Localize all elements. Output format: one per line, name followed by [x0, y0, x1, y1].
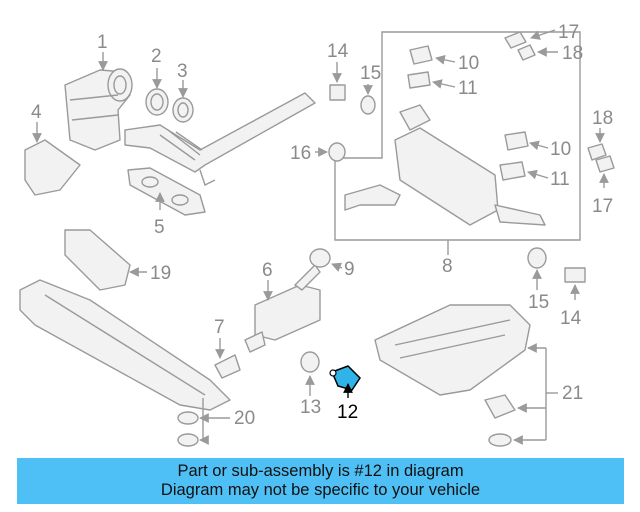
leader-lines [32, 29, 609, 445]
bushing-18b [587, 143, 607, 161]
clamp-11b [499, 161, 526, 181]
callout-13: 13 [300, 397, 321, 418]
rear-muffler-assembly [334, 31, 581, 241]
callout-10-mid: 10 [550, 139, 571, 160]
highlighted-bracket-12 [331, 365, 361, 391]
callout-21: 21 [562, 383, 583, 404]
clamp-11a [407, 71, 431, 89]
callout-20: 20 [234, 408, 255, 429]
callout-18-top: 18 [562, 43, 583, 64]
callout-9: 9 [344, 259, 355, 280]
bracket [24, 139, 81, 196]
callout-18-bottom: 18 [592, 108, 613, 129]
callout-15-bottom: 15 [528, 292, 549, 313]
catalytic-converter [64, 68, 133, 151]
callout-17-bottom: 17 [592, 196, 613, 217]
callout-11-top: 11 [458, 78, 478, 99]
bracket-14b [564, 267, 586, 283]
callout-15-top: 15 [360, 63, 381, 84]
bushing-17a [504, 31, 527, 49]
bracket-14a [329, 84, 346, 101]
clamp-10b [504, 131, 529, 151]
callout-11-mid: 11 [550, 169, 570, 190]
callout-6: 6 [262, 260, 273, 281]
callout-10-top: 10 [458, 53, 479, 74]
callout-14-bottom: 14 [560, 308, 582, 329]
rear-heat-shield [374, 304, 531, 396]
bushing-17b [595, 155, 615, 173]
callout-5: 5 [154, 217, 165, 238]
pipe-clamp [214, 354, 241, 379]
callout-17-top: 17 [558, 22, 579, 43]
callout-19: 19 [150, 263, 171, 284]
callout-8: 8 [442, 256, 453, 277]
hanger-15b [527, 247, 547, 269]
hanger-16 [328, 142, 346, 162]
bushing-18a [517, 44, 536, 61]
callout-4: 4 [31, 102, 42, 123]
callout-2: 2 [151, 46, 162, 67]
banner-line-2: Diagram may not be specific to your vehi… [160, 481, 481, 499]
flange-gasket [127, 167, 206, 216]
callout-3: 3 [177, 61, 188, 82]
callout-14-top: 14 [327, 41, 349, 62]
callout-1: 1 [97, 32, 108, 53]
callout-7: 7 [214, 317, 225, 338]
clamp-10a [409, 45, 433, 65]
hanger-15a [360, 95, 376, 115]
center-muffler [244, 264, 321, 353]
info-banner: Part or sub-assembly is #12 in diagram D… [17, 458, 624, 504]
heat-shield-small [64, 229, 131, 291]
front-pipe [124, 92, 316, 186]
exhaust-parts-diagram: 1 2 3 4 5 6 7 8 9 10 10 11 11 12 13 14 1… [19, 22, 615, 447]
clamp-9 [309, 248, 331, 268]
rubber-hanger-13 [300, 351, 320, 373]
callout-12: 12 [337, 402, 358, 423]
callout-16: 16 [290, 143, 311, 164]
banner-line-1: Part or sub-assembly is #12 in diagram [177, 462, 464, 480]
